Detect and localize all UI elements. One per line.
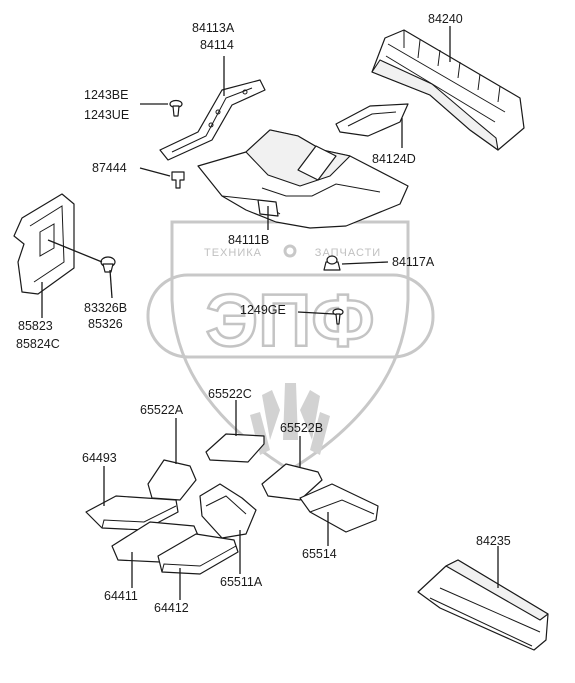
- part-65511A-mat: [199, 483, 257, 539]
- part-64493-mat: [85, 495, 179, 531]
- label-83326B: 83326B: [84, 301, 127, 315]
- label-1243UE: 1243UE: [84, 108, 129, 122]
- part-84111B-floor-carpet: [197, 129, 409, 229]
- label-87444: 87444: [92, 161, 127, 175]
- part-84113A-bracket: [159, 79, 266, 161]
- label-65522A: 65522A: [140, 403, 184, 417]
- part-65522B-mat: [261, 463, 323, 501]
- part-84235-step-plate: [417, 559, 549, 651]
- label-84235: 84235: [476, 534, 511, 548]
- label-85823: 85823: [18, 319, 53, 333]
- clip-84117A: [323, 255, 341, 271]
- screw-1249GE: [332, 308, 344, 325]
- part-64412-mat: [157, 533, 239, 575]
- leader-lines: [41, 26, 499, 600]
- watermark-wheat-icon: [250, 383, 330, 455]
- part-84240-crossmember: [371, 29, 525, 151]
- label-84113A: 84113A: [192, 21, 235, 35]
- label-84124D: 84124D: [372, 152, 416, 166]
- part-labels: 84113A 84114 84240 1243BE 1243UE 87444 8…: [16, 12, 511, 615]
- label-65522B: 65522B: [280, 421, 323, 435]
- label-65514: 65514: [302, 547, 337, 561]
- watermark-right-word: ЗАПЧАСТИ: [315, 247, 381, 259]
- label-64412: 64412: [154, 601, 189, 615]
- label-84240: 84240: [428, 12, 463, 26]
- label-85326: 85326: [88, 317, 123, 331]
- watermark-logo-text: ЭПФ: [206, 279, 375, 362]
- watermark-left-word: ТЕХНИКА: [204, 247, 262, 259]
- part-65514-mat: [299, 483, 379, 533]
- label-64493: 64493: [82, 451, 117, 465]
- label-85824C: 85824C: [16, 337, 60, 351]
- bolt-1243BE: [169, 99, 183, 117]
- label-1243BE: 1243BE: [84, 88, 128, 102]
- label-1249GE: 1249GE: [240, 303, 286, 317]
- part-85823-side-panel: [13, 193, 75, 295]
- watermark-gear-icon: [283, 244, 297, 258]
- clip-83326B: [100, 256, 116, 273]
- label-84117A: 84117A: [392, 255, 435, 269]
- part-65522A-mat: [147, 459, 197, 501]
- part-84124D-pad: [335, 103, 409, 137]
- label-65522C: 65522C: [208, 387, 252, 401]
- watermark-logo: ЭПФ ТЕХНИКА ЗАПЧАСТИ: [146, 220, 435, 472]
- label-84114: 84114: [200, 38, 234, 52]
- label-65511A: 65511A: [220, 575, 263, 589]
- label-84111B: 84111B: [228, 233, 269, 247]
- part-65522C-mat: [205, 433, 265, 463]
- label-64411: 64411: [104, 589, 138, 603]
- clip-87444: [171, 171, 185, 189]
